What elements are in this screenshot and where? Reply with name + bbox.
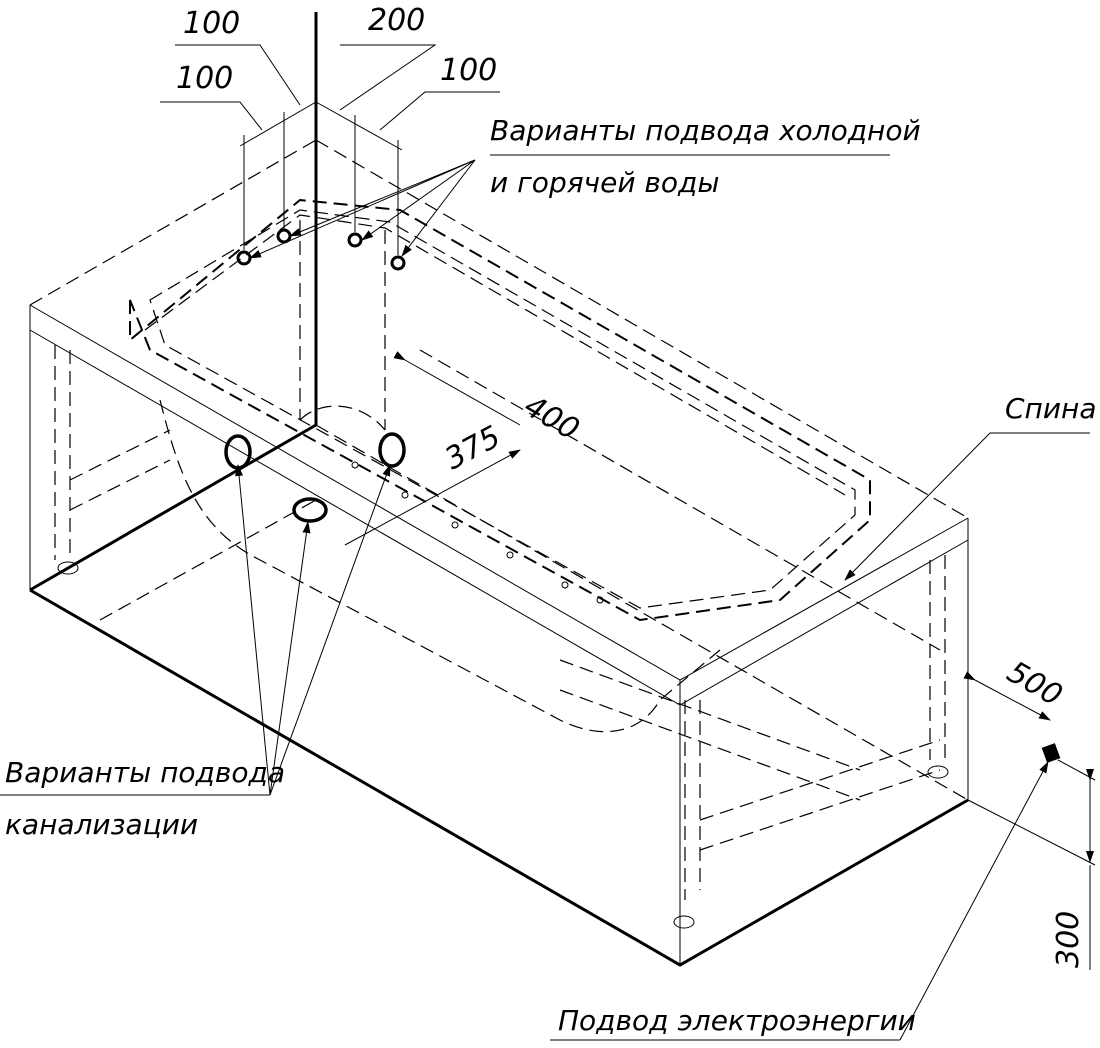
label-drain-line1: Варианты подвода	[5, 756, 285, 789]
dim-elec-offset: 500	[1001, 655, 1068, 714]
drain-points	[224, 432, 406, 523]
dim-length-375: 375	[439, 419, 506, 477]
dim-top-left-2: 100	[176, 61, 233, 96]
dim-length-400: 400	[518, 389, 585, 448]
dim-top-left-1: 100	[183, 6, 240, 41]
dim-top-right: 100	[440, 53, 497, 88]
hidden-lines	[29, 139, 969, 900]
label-water-line2: и горячей воды	[490, 166, 720, 199]
bathtub-frame	[29, 12, 969, 967]
power-outlet	[1041, 743, 1061, 763]
dim-elec-height: 300	[1051, 911, 1086, 968]
leg-feet	[57, 561, 949, 929]
dim-top-mid: 200	[368, 3, 425, 38]
dimension-lines	[160, 44, 1096, 970]
label-drain-line2: канализации	[5, 808, 198, 841]
leader-lines	[0, 154, 1090, 1041]
label-water-line1: Варианты подвода холодной	[490, 114, 921, 147]
label-back: Спина	[1005, 392, 1097, 425]
label-power: Подвод электроэнергии	[558, 1004, 916, 1037]
massage-jets	[351, 461, 604, 604]
water-inlet-points	[236, 228, 406, 271]
